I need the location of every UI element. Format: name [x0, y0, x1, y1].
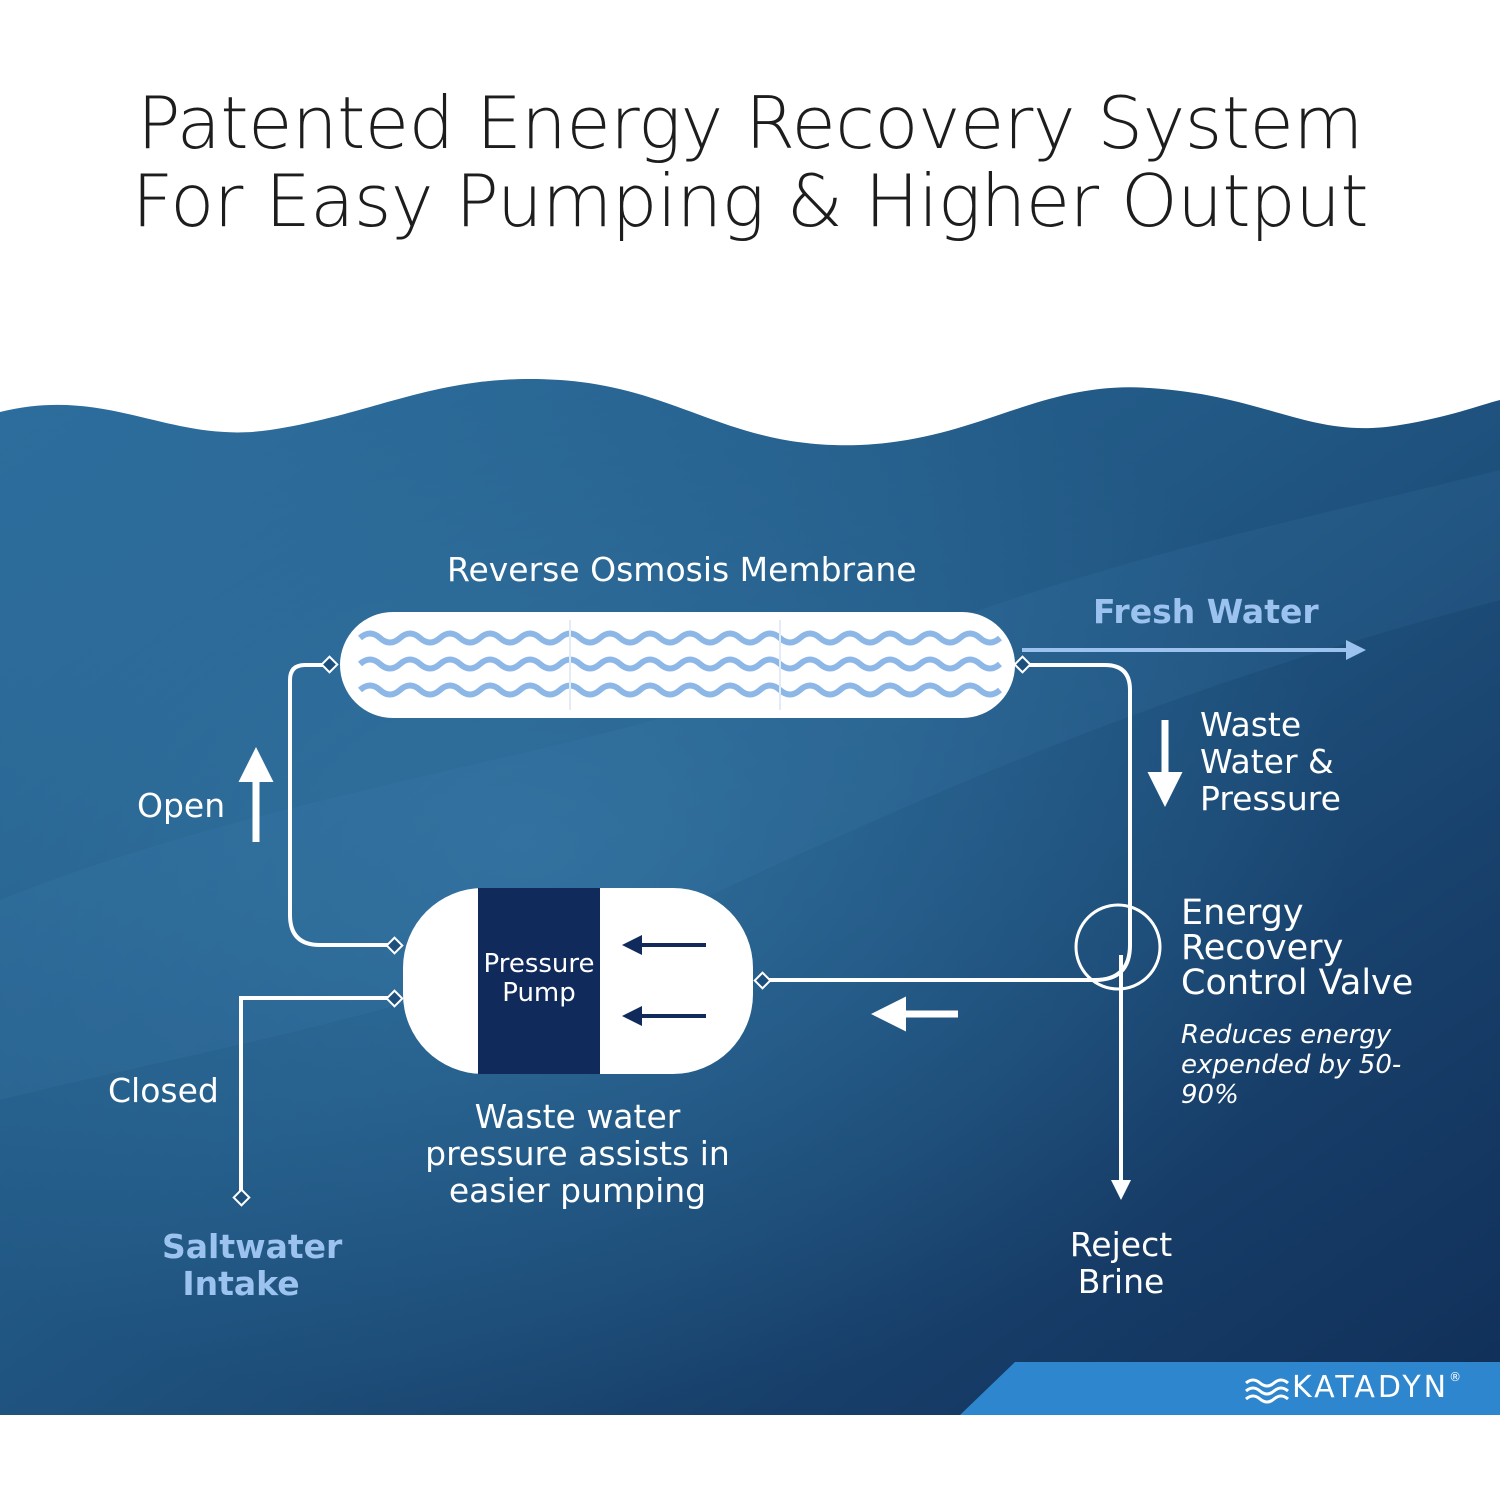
waste-water-label: Waste Water & Pressure — [1200, 705, 1341, 818]
brand-band — [960, 1362, 1500, 1415]
connector-diamond — [232, 1188, 251, 1207]
energy-recovery-valve-icon — [1074, 903, 1162, 991]
membrane-wave-line — [357, 682, 1003, 698]
pipe-right-loop — [762, 663, 1132, 982]
brand-wordmark: KATADYN — [1292, 1370, 1450, 1405]
brand-trademark: ® — [1449, 1370, 1465, 1384]
closed-label: Closed — [108, 1071, 219, 1110]
connector-diamond — [385, 936, 404, 955]
brand-name: KATADYN® — [1292, 1370, 1464, 1405]
title-line-1: Patented Energy Recovery System — [137, 81, 1363, 165]
pressure-pump-label: Pressure Pump — [483, 949, 595, 1008]
connector-diamond — [1013, 655, 1032, 674]
valve-label: Energy Recovery Control Valve — [1181, 893, 1414, 1003]
saltwater-intake-label: Saltwater Intake — [162, 1227, 343, 1303]
membrane-wave-lines — [357, 630, 1003, 698]
open-label: Open — [137, 786, 226, 825]
membrane-wave-line — [357, 656, 1003, 672]
connector-diamond — [385, 989, 404, 1008]
reject-brine-label: Reject Brine — [1069, 1225, 1173, 1301]
pump-caption: Waste water pressure assists in easier p… — [425, 1097, 730, 1210]
membrane-wave-line — [357, 630, 1003, 646]
connector-diamond — [753, 971, 772, 990]
ocean-texture — [0, 470, 1500, 1100]
title-line-2: For Easy Pumping & Higher Output — [131, 159, 1369, 243]
pressure-pump-piston — [478, 888, 600, 1074]
membrane-label: Reverse Osmosis Membrane — [447, 550, 917, 589]
fresh-water-label: Fresh Water — [1093, 592, 1319, 631]
katadyn-logo-mark — [1245, 1378, 1289, 1404]
valve-note: Reduces energy expended by 50- 90% — [1181, 1020, 1402, 1110]
connector-diamond — [320, 655, 339, 674]
pipe-saltwater-intake — [239, 996, 395, 1197]
connector-diamonds — [232, 655, 1032, 1207]
pipe-left-loop — [288, 663, 395, 947]
